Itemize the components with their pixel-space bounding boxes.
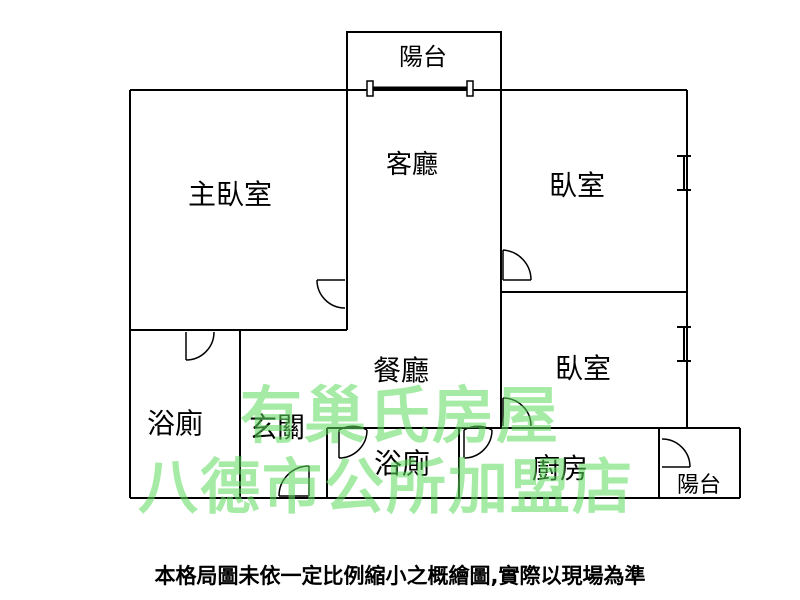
room-label-bedroom-1: 臥室 xyxy=(549,169,606,202)
balcony-sliding-door xyxy=(366,80,474,97)
door-bath-left xyxy=(185,331,215,361)
room-label-dining-room: 餐廳 xyxy=(373,354,430,387)
watermark-line-1: 有巢氏房屋 xyxy=(240,379,561,452)
room-label-balcony-top: 陽台 xyxy=(399,43,447,71)
door-master-bedroom xyxy=(316,279,346,309)
door-balcony-right xyxy=(661,438,691,468)
room-label-entrance: 玄關 xyxy=(249,411,306,444)
room-label-master-bedroom: 主臥室 xyxy=(188,178,273,211)
room-label-kitchen: 廚房 xyxy=(532,452,589,485)
door-bath-middle xyxy=(338,425,368,459)
room-label-living-room: 客廳 xyxy=(386,150,439,180)
room-label-bedroom-2: 臥室 xyxy=(555,352,612,385)
room-label-bathroom-middle: 浴廁 xyxy=(374,447,431,480)
room-label-balcony-right: 陽台 xyxy=(677,473,722,498)
watermark-line-2: 八德市公所加盟店 xyxy=(138,453,634,523)
door-bedroom-2 xyxy=(502,397,532,427)
disclaimer-text: 本格局圖未依一定比例縮小之概繪圖,實際以現場為準 xyxy=(154,564,646,588)
balcony-top-wall xyxy=(346,31,502,90)
door-entrance xyxy=(278,465,310,497)
door-bedroom-1 xyxy=(502,249,532,281)
window-marks xyxy=(677,155,691,362)
door-kitchen xyxy=(463,425,493,459)
room-label-bathroom-left: 浴廁 xyxy=(147,407,204,440)
